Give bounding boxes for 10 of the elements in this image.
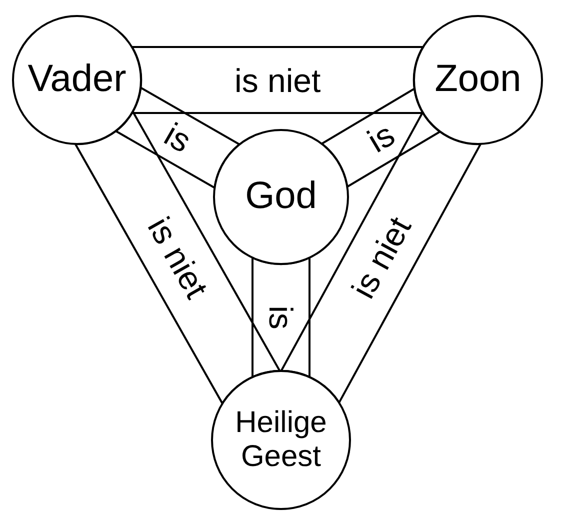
edge-label: is — [362, 117, 400, 158]
node-label: Heilige Geest — [234, 406, 328, 474]
edge-label: is niet — [346, 212, 416, 304]
node-label: God — [245, 175, 317, 219]
edge-label: is niet — [142, 212, 214, 304]
edge-label: is — [264, 305, 298, 330]
edge-label: is niet — [234, 64, 321, 96]
node-label: Vader — [28, 58, 126, 102]
edge-label: is — [158, 117, 196, 158]
node-label: Zoon — [434, 58, 522, 102]
